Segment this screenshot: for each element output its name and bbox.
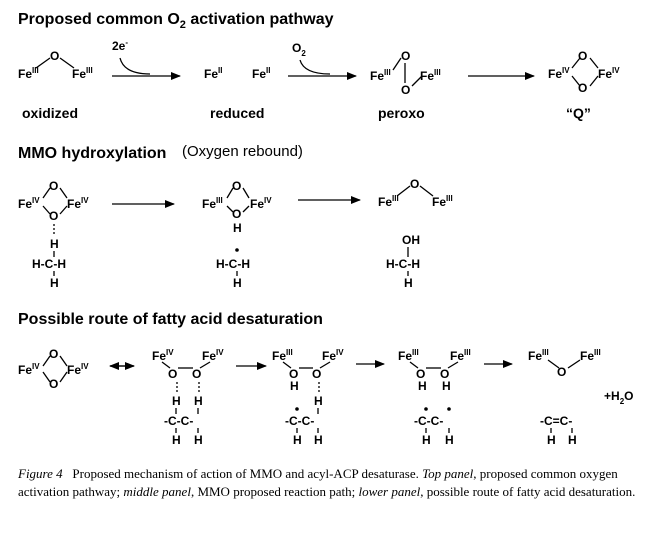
label-peroxo: peroxo <box>378 105 425 121</box>
desaturated-product-state: FeIII O FeIII +H2O -C=C- H H <box>528 348 633 447</box>
hydroxo-radical-state: FeIII O O FeIV H H-C-H H <box>202 179 272 290</box>
svg-text:O: O <box>578 49 587 63</box>
svg-text:H: H <box>233 221 242 235</box>
svg-text:H: H <box>568 433 577 447</box>
svg-text:FeIV: FeIV <box>67 362 89 377</box>
svg-text:-C-C-: -C-C- <box>414 414 443 428</box>
svg-text:H: H <box>194 394 203 408</box>
svg-text:-C-C-: -C-C- <box>164 414 193 428</box>
svg-text:H-C-H: H-C-H <box>216 257 250 271</box>
oxidized-state: FeIII O FeIII oxidized <box>18 49 93 121</box>
peroxo-state: FeIII O O FeIII peroxo <box>370 49 441 121</box>
svg-text:O: O <box>192 367 201 381</box>
svg-text:2e-: 2e- <box>112 38 128 53</box>
svg-text:H: H <box>172 433 181 447</box>
svg-text:H: H <box>442 379 451 393</box>
svg-text:O: O <box>232 207 241 221</box>
svg-text:H: H <box>422 433 431 447</box>
svg-text:O: O <box>49 179 58 193</box>
svg-text:H: H <box>194 433 203 447</box>
svg-text:H: H <box>404 276 413 290</box>
top-panel-heading: Proposed common O2 activation pathway <box>18 11 334 31</box>
svg-text:H-C-H: H-C-H <box>32 257 66 271</box>
svg-text:FeIII: FeIII <box>420 68 441 83</box>
svg-text:O: O <box>168 367 177 381</box>
svg-text:-C-C-: -C-C- <box>285 414 314 428</box>
methanol-product-state: FeIII O FeIII OH H-C-H H <box>378 177 453 290</box>
svg-text:H: H <box>50 237 59 251</box>
svg-text:FeIII: FeIII <box>580 348 601 363</box>
arrow-reduction: 2e- <box>112 38 181 80</box>
svg-text:O: O <box>49 377 58 391</box>
svg-text:O: O <box>410 177 419 191</box>
svg-text:FeIII: FeIII <box>370 68 391 83</box>
svg-text:O: O <box>416 367 425 381</box>
svg-text:FeIII: FeIII <box>202 196 223 211</box>
first-abstraction-state: FeIII FeIV O O H H -C-C- H H <box>272 348 344 447</box>
q-state-desaturation: FeIV O O FeIV <box>18 347 89 391</box>
svg-text:O: O <box>557 365 566 379</box>
label-reduced: reduced <box>210 105 264 121</box>
svg-text:FeII: FeII <box>204 66 222 81</box>
svg-text:-C=C-: -C=C- <box>540 414 572 428</box>
svg-text:O: O <box>50 49 59 63</box>
svg-text:H: H <box>50 276 59 290</box>
label-oxidized: oxidized <box>22 105 78 121</box>
svg-text:FeIII: FeIII <box>432 194 453 209</box>
svg-text:FeIII: FeIII <box>18 66 39 81</box>
bottom-panel-heading: Possible route of fatty acid desaturatio… <box>18 311 323 328</box>
svg-text:O: O <box>401 49 410 63</box>
svg-text:FeIV: FeIV <box>67 196 89 211</box>
svg-text:H: H <box>445 433 454 447</box>
label-q: “Q” <box>566 105 591 121</box>
q-state: FeIV O O FeIV “Q” <box>548 49 620 121</box>
middle-panel-note: (Oxygen rebound) <box>182 143 303 160</box>
svg-text:FeIV: FeIV <box>152 348 174 363</box>
svg-text:O: O <box>232 179 241 193</box>
svg-text:FeIV: FeIV <box>18 362 40 377</box>
svg-text:H: H <box>293 433 302 447</box>
svg-text:H: H <box>290 379 299 393</box>
svg-text:O: O <box>312 367 321 381</box>
svg-text:H: H <box>172 394 181 408</box>
svg-text:FeII: FeII <box>252 66 270 81</box>
svg-text:O: O <box>401 83 410 97</box>
svg-text:FeIII: FeIII <box>398 348 419 363</box>
water-byproduct: +H2O <box>604 389 633 406</box>
q-substrate-complex: FeIV FeIV O O H H -C-C- H H <box>152 348 224 447</box>
svg-text:O: O <box>578 81 587 95</box>
mechanism-diagram: Proposed common O2 activation pathway Fe… <box>18 11 633 447</box>
caption-figure-number: Figure 4 <box>18 466 63 481</box>
middle-panel-heading: MMO hydroxylation <box>18 145 166 162</box>
svg-text:FeIV: FeIV <box>322 348 344 363</box>
figure-caption: Figure 4 Proposed mechanism of action of… <box>18 466 636 499</box>
second-abstraction-state: FeIII FeIII O O H H -C-C- H H <box>398 348 471 447</box>
svg-text:FeIV: FeIV <box>202 348 224 363</box>
svg-text:FeIII: FeIII <box>450 348 471 363</box>
svg-text:H: H <box>547 433 556 447</box>
svg-text:H: H <box>314 394 323 408</box>
svg-text:O: O <box>440 367 449 381</box>
svg-text:OH: OH <box>402 233 420 247</box>
svg-text:FeIII: FeIII <box>272 348 293 363</box>
svg-text:H: H <box>418 379 427 393</box>
arrow-oxygen-binding: O2 <box>288 41 357 80</box>
svg-text:H: H <box>233 276 242 290</box>
svg-text:FeIV: FeIV <box>250 196 272 211</box>
svg-text:O: O <box>49 209 58 223</box>
svg-text:FeIII: FeIII <box>72 66 93 81</box>
svg-text:FeIII: FeIII <box>528 348 549 363</box>
svg-text:FeIV: FeIV <box>18 196 40 211</box>
svg-text:FeIV: FeIV <box>548 66 570 81</box>
svg-text:FeIII: FeIII <box>378 194 399 209</box>
svg-text:O: O <box>49 347 58 361</box>
svg-text:O: O <box>289 367 298 381</box>
svg-text:H: H <box>314 433 323 447</box>
svg-text:O2: O2 <box>292 41 306 58</box>
svg-text:H-C-H: H-C-H <box>386 257 420 271</box>
svg-text:FeIV: FeIV <box>598 66 620 81</box>
q-methane-complex: FeIV O O FeIV H H-C-H H <box>18 179 89 290</box>
reduced-state: FeII FeII reduced <box>204 66 270 121</box>
